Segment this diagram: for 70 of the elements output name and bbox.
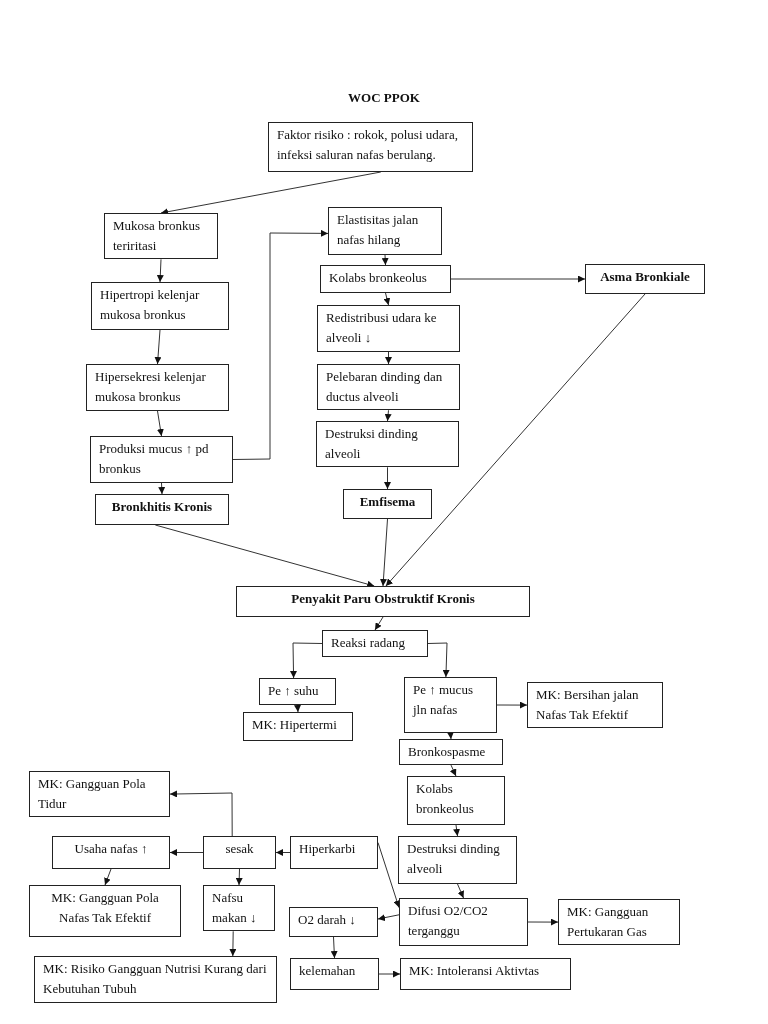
arrow	[235, 868, 243, 886]
arrow	[158, 482, 166, 495]
arrow	[154, 329, 162, 365]
process-box: MK: Intoleransi Aktivtas	[400, 958, 571, 990]
arrow	[156, 410, 164, 437]
arrow	[457, 883, 464, 899]
arrow	[383, 292, 391, 306]
process-box: MK: Hipertermi	[243, 712, 353, 741]
arrow	[378, 970, 401, 978]
process-box: Destruksi dinding alveoli	[398, 836, 517, 884]
arrow	[527, 918, 559, 926]
arrow	[154, 524, 375, 588]
process-box: MK: Bersihan jalan Nafas Tak Efektif	[527, 682, 663, 729]
arrow	[427, 642, 450, 678]
arrow	[453, 824, 460, 837]
process-box: Produksi mucus ↑ pd bronkus	[90, 436, 233, 483]
process-box: Faktor risiko : rokok, polusi udara, infeksi saluran nafas berulang.	[268, 122, 473, 172]
arrow	[385, 293, 646, 587]
process-box: MK: Risiko Gangguan Nutrisi Kurang dari Kebutuhan Tubuh	[34, 956, 277, 1003]
process-box: Kolabs bronkeolus	[320, 265, 451, 293]
process-box: Bronkospasme	[399, 739, 503, 766]
process-box: Bronkhitis Kronis	[95, 494, 229, 525]
process-box: MK: Gangguan Pola Tidur	[29, 771, 170, 818]
arrow	[160, 171, 382, 216]
process-box: Difusi O2/CO2 terganggu	[399, 898, 528, 946]
process-box: Hipersekresi kelenjar mukosa bronkus	[86, 364, 229, 411]
process-box: Hipertropi kelenjar mukosa bronkus	[91, 282, 229, 330]
arrow	[294, 704, 301, 713]
arrow	[330, 936, 338, 959]
process-box: Hiperkarbi	[290, 836, 378, 869]
process-box: MK: Gangguan Pola Nafas Tak Efektif	[29, 885, 181, 937]
process-box: MK: Gangguan Pertukaran Gas	[558, 899, 680, 946]
arrow	[385, 351, 392, 365]
arrow	[380, 518, 388, 587]
arrow	[374, 616, 384, 631]
arrow	[275, 849, 291, 856]
arrow	[450, 275, 586, 283]
arrow	[496, 701, 528, 709]
process-box: Penyakit Paru Obstruktif Kronis	[236, 586, 530, 617]
arrow	[449, 764, 457, 777]
process-box: Pe ↑ suhu	[259, 678, 336, 705]
process-box: Nafsu makan ↓	[203, 885, 275, 932]
arrow	[377, 842, 401, 909]
process-box: Pe ↑ mucus jln nafas	[404, 677, 497, 733]
arrow	[384, 409, 392, 422]
arrow	[377, 914, 400, 922]
arrow	[446, 731, 454, 740]
process-box: Asma Bronkiale	[585, 264, 705, 294]
arrow	[169, 790, 233, 837]
process-box: Reaksi radang	[322, 630, 428, 657]
process-box: O2 darah ↓	[289, 907, 378, 937]
arrow	[169, 849, 204, 856]
process-box: kelemahan	[290, 958, 379, 990]
diagram-title: WOC PPOK	[347, 90, 421, 106]
arrow	[104, 868, 112, 886]
process-box: Emfisema	[343, 489, 432, 519]
arrow	[384, 466, 391, 490]
process-box: Mukosa bronkus teriritasi	[104, 213, 218, 260]
process-box: Usaha nafas ↑	[52, 836, 170, 869]
arrow	[381, 254, 389, 266]
process-box: sesak	[203, 836, 276, 869]
arrow	[229, 930, 237, 957]
process-box: Redistribusi udara ke alveoli ↓	[317, 305, 460, 352]
arrow	[156, 258, 164, 283]
arrow	[290, 642, 323, 679]
process-box: Pelebaran dinding dan ductus alveoli	[317, 364, 460, 411]
process-box: Elastisitas jalan nafas hilang	[328, 207, 442, 255]
arrow	[232, 229, 329, 460]
process-box: Destruksi dinding alveoli	[316, 421, 459, 468]
process-box: Kolabs bronkeolus	[407, 776, 505, 825]
